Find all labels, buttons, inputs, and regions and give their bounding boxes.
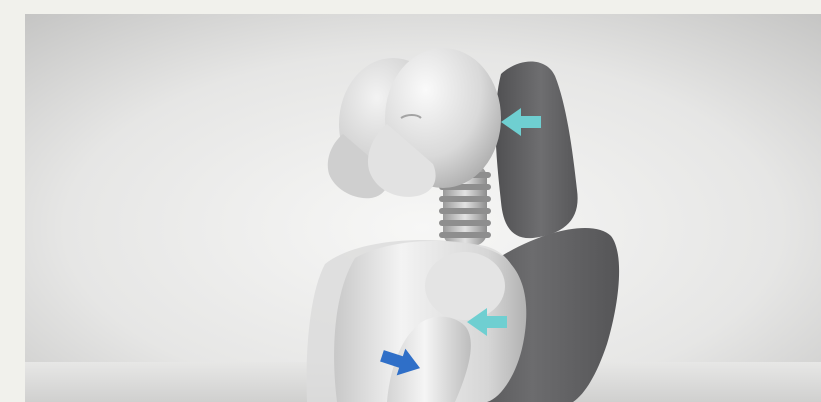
illustration: [25, 14, 821, 402]
seat-illustration-svg: [25, 14, 821, 402]
dummy-shoulder: [425, 252, 505, 320]
